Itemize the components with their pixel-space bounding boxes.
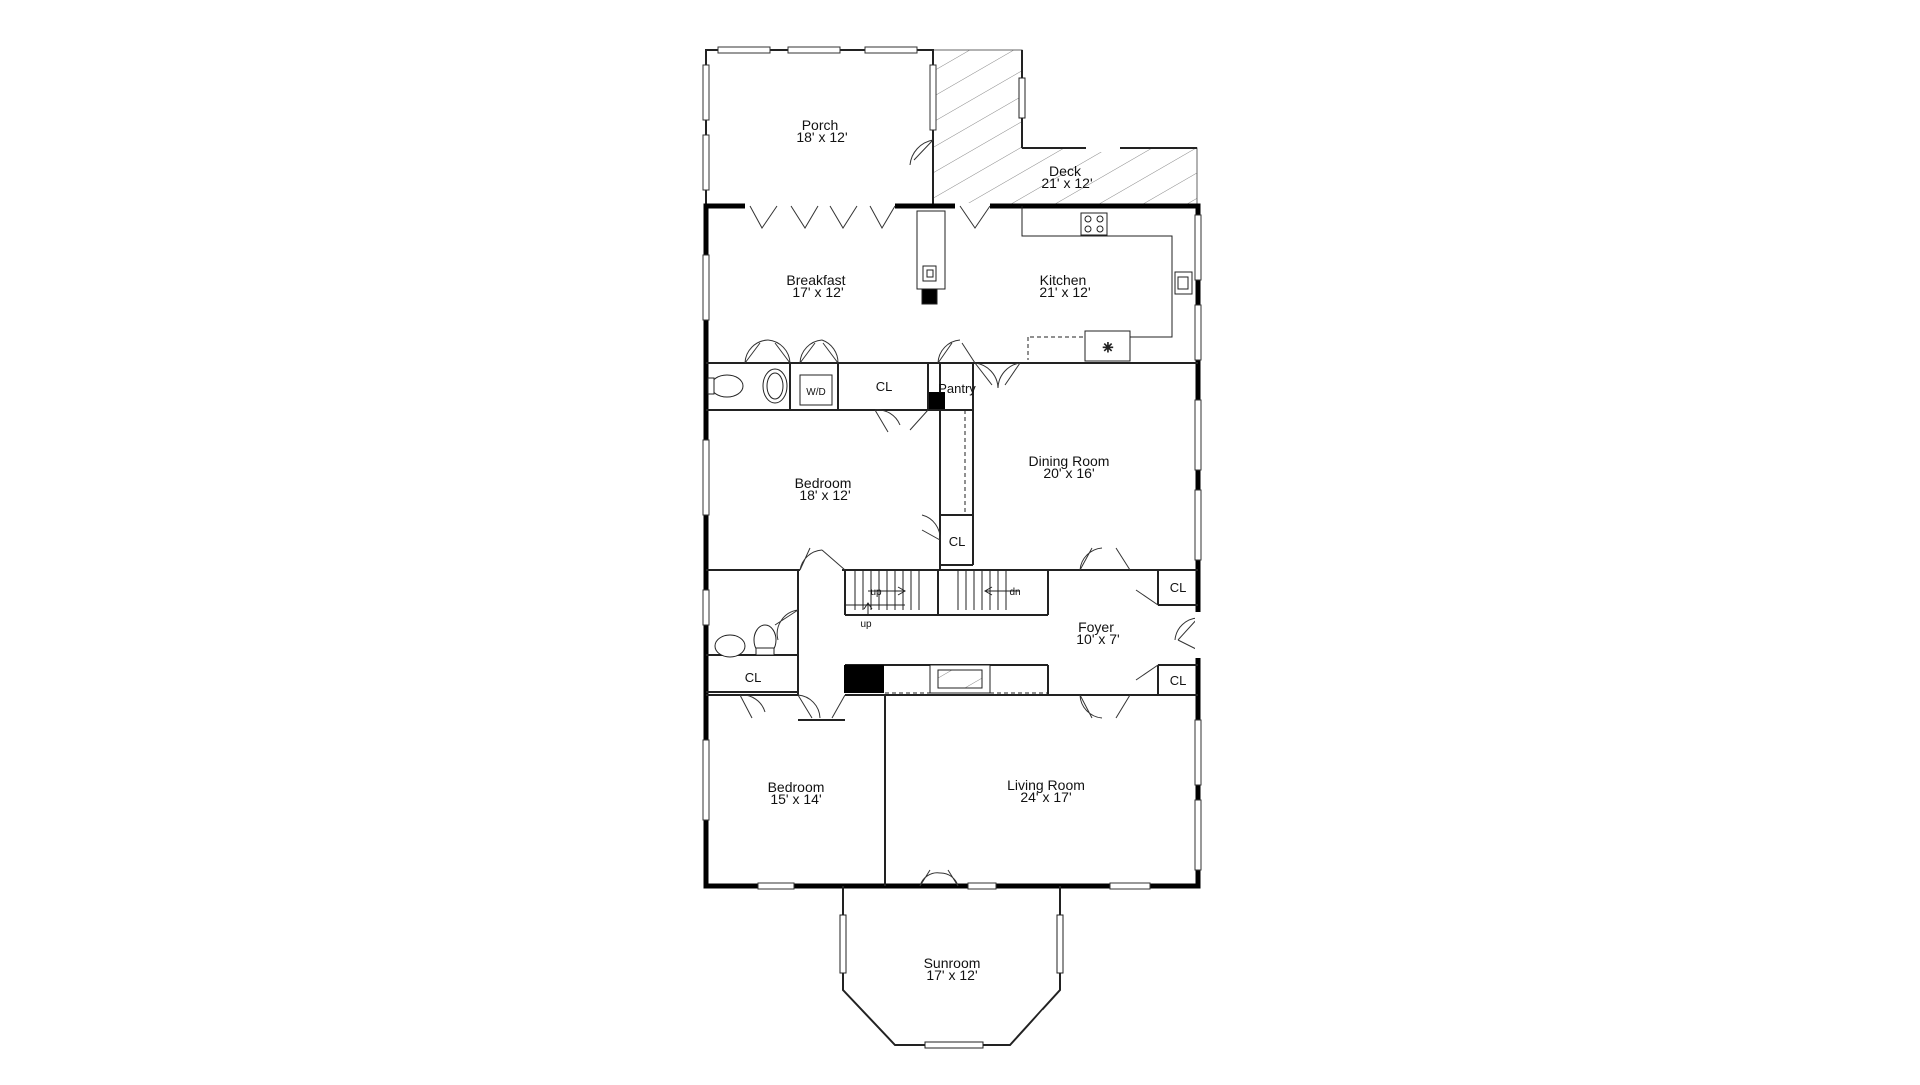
closet-label-pantry: CL [949,534,966,549]
deck-gap [1086,145,1120,152]
refrigerator-icon [1084,330,1131,362]
room-name-sunroom: Sunroom [924,955,981,971]
room-dims-kitchen: 21' x 12' [1039,284,1090,300]
interior-walls [706,362,1198,886]
porch-area [702,46,937,204]
room-name-dining: Dining Room [1029,453,1110,469]
svg-text:✳: ✳ [1103,340,1114,355]
closet-label-bath: CL [745,670,762,685]
stair-up-label: up [870,587,882,598]
room-labels: Porch 18' x 12' Deck 21' x 12' Breakfast… [768,117,1120,983]
room-dims-bedroom-mid: 18' x 12' [799,487,850,503]
room-name-bedroom-low: Bedroom [768,779,825,795]
washer-dryer-box [799,374,833,406]
room-name-foyer: Foyer [1078,619,1114,635]
fireplace-icon [885,664,1048,694]
bath-fixtures [707,368,788,658]
door-swings [739,339,1199,887]
room-dims-bedroom-low: 15' x 14' [770,791,821,807]
stair-up-label-lower: up [860,619,872,630]
sink-basin-icon [714,634,746,658]
closet-label-foyer-bottom: CL [1170,673,1187,688]
french-doors-porch [745,203,991,230]
room-name-kitchen: Kitchen [1040,272,1087,288]
room-name-breakfast: Breakfast [786,272,845,288]
closet-label-foyer-top: CL [1170,580,1187,595]
room-name-living: Living Room [1007,777,1085,793]
room-dims-porch: 18' x 12' [796,129,847,145]
stove-icon [1080,212,1108,236]
small-labels: CL Pantry W/D CL CL CL CL up up dn [745,379,1187,688]
washer-dryer-label: W/D [806,387,825,398]
pantry-label: Pantry [938,381,976,396]
room-name-porch: Porch [802,117,839,133]
hall-chimney [844,665,884,693]
room-dims-dining: 20' x 16' [1043,465,1094,481]
stair-down-label: dn [1009,587,1020,598]
sunroom-area [839,886,1064,1049]
room-dims-foyer: 10' x 7' [1076,631,1119,647]
staircase [845,570,1020,615]
room-name-bedroom-mid: Bedroom [795,475,852,491]
room-dims-deck: 21' x 12' [1041,175,1092,191]
room-dims-breakfast: 17' x 12' [792,284,843,300]
deck-window [1018,77,1026,119]
room-name-deck: Deck [1049,163,1082,179]
kitchen-counter: ✳ [916,206,1193,362]
room-dims-living: 24' x 17' [1020,789,1071,805]
closet-label-utility: CL [876,379,893,394]
pantry-chimney [929,392,945,409]
front-door-gap [1195,612,1201,658]
toilet-icon [710,374,744,398]
room-dims-sunroom: 17' x 12' [926,967,977,983]
deck-area [932,49,1198,205]
exterior-windows [702,214,1202,890]
chimney-block [921,288,938,305]
